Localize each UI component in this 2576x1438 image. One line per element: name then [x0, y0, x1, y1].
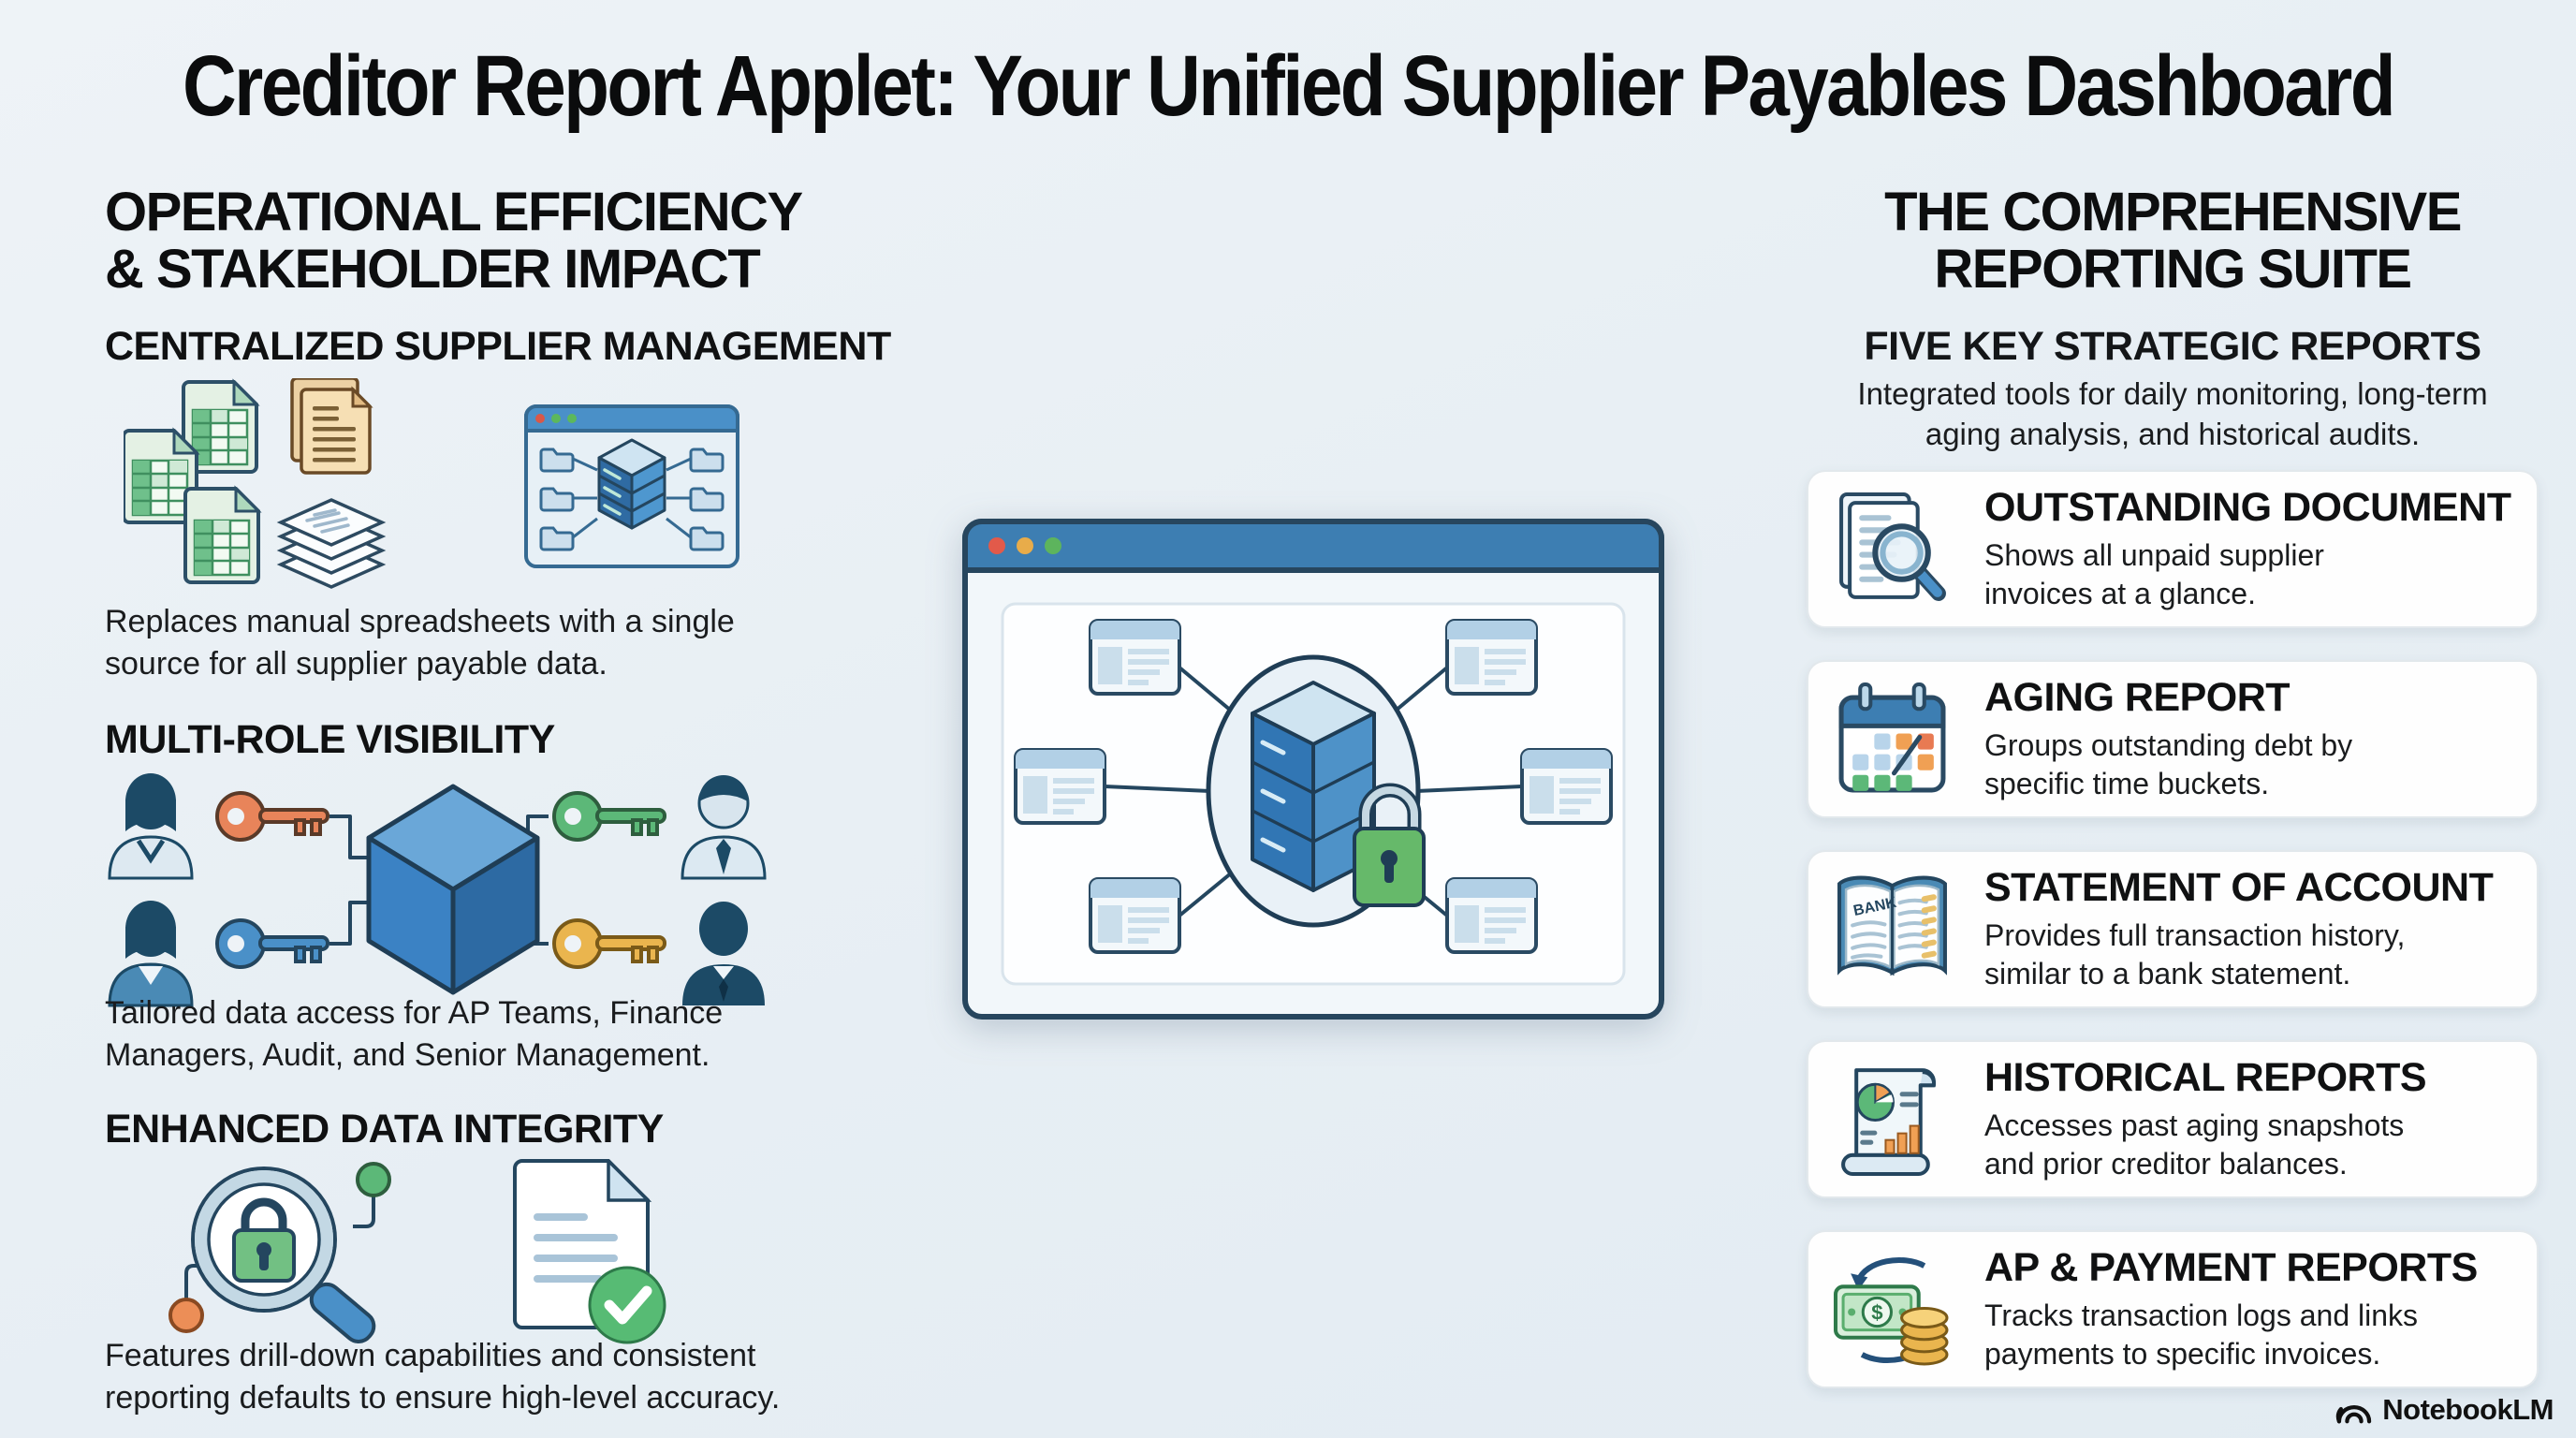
browser-titlebar: [962, 519, 1664, 573]
report-cards: OUTSTANDING DOCUMENT Shows all unpaid su…: [1807, 470, 2539, 1388]
left-heading: OPERATIONAL EFFICIENCY & STAKEHOLDER IMP…: [105, 182, 803, 301]
user-woman-icon: [108, 901, 194, 1007]
integrity-icons: [105, 1157, 704, 1354]
integrity-description: Features drill-down capabilities and con…: [105, 1338, 781, 1416]
padlock-icon: [1353, 783, 1426, 907]
svg-text:$: $: [1871, 1300, 1883, 1324]
card-description: Shows all unpaid supplier invoices at a …: [1984, 538, 2324, 610]
card-title: STATEMENT OF ACCOUNT: [1984, 865, 2494, 911]
user-man-icon: [682, 902, 765, 1005]
document-magnifier-icon: [1831, 488, 1954, 611]
brand-name: NotebookLM: [2382, 1393, 2554, 1426]
card-title: HISTORICAL REPORTS: [1984, 1055, 2427, 1101]
access-key-icon: [215, 918, 329, 969]
right-heading: THE COMPREHENSIVE REPORTING SUITE: [1884, 182, 2462, 301]
left-column: OPERATIONAL EFFICIENCY & STAKEHOLDER IMP…: [105, 182, 891, 1429]
green-dot-icon: [1045, 537, 1061, 554]
roles-keys-cube-icon: [108, 773, 767, 1007]
notebooklm-logo-icon: [2336, 1405, 2372, 1424]
dashboard-window-illustration: [962, 519, 1664, 1020]
brand-footer: NotebookLM: [2334, 1393, 2554, 1427]
card-description: Groups outstanding debt by specific time…: [1984, 728, 2353, 800]
user-man-icon: [681, 775, 767, 880]
page-title: Creditor Report Applet: Your Unified Sup…: [182, 38, 2396, 134]
section-title-centralized: CENTRALIZED SUPPLIER MANAGEMENT: [105, 324, 891, 369]
paper-stack-icon: [276, 498, 387, 589]
access-key-icon: [552, 918, 666, 969]
spreadsheets-documents-stack-icon: [124, 378, 387, 589]
card-ap-payment-reports: $ AP & PAYMENT REPORTS Tracks transactio…: [1807, 1230, 2539, 1388]
center-illustration: [961, 518, 1665, 1020]
multirole-description: Tailored data access for AP Teams, Finan…: [105, 995, 724, 1073]
right-subheading: FIVE KEY STRATEGIC REPORTS: [1864, 324, 2481, 369]
centralized-icons: [105, 378, 872, 612]
verified-document-icon: [513, 1159, 666, 1344]
centralized-description: Replaces manual spreadsheets with a sing…: [105, 604, 735, 682]
user-woman-icon: [108, 773, 194, 880]
document-nodes: [1014, 619, 1613, 954]
multirole-icons: [105, 770, 779, 1011]
card-outstanding-document: OUTSTANDING DOCUMENT Shows all unpaid su…: [1807, 470, 2539, 628]
card-statement-of-account: BANK STATEMENT OF ACCOUNT Provides full …: [1807, 850, 2539, 1008]
data-cube-icon: [366, 784, 540, 995]
card-title: AGING REPORT: [1984, 675, 2291, 721]
right-description: Integrated tools for daily monitoring, l…: [1857, 376, 2488, 451]
card-description: Accesses past aging snapshots and prior …: [1984, 1108, 2405, 1181]
scroll-chart-icon: [1831, 1058, 1954, 1181]
access-key-icon: [552, 791, 666, 842]
section-title-integrity: ENHANCED DATA INTEGRITY: [105, 1107, 664, 1152]
aging-calendar-icon: [1831, 678, 1954, 801]
magnifier-lock-icon: [168, 1162, 391, 1343]
section-title-multirole: MULTI-ROLE VISIBILITY: [105, 717, 555, 762]
card-title: OUTSTANDING DOCUMENT: [1984, 485, 2511, 531]
card-description: Tracks transaction logs and links paymen…: [1984, 1299, 2419, 1371]
red-dot-icon: [988, 537, 1005, 554]
documents-icon: [290, 378, 373, 475]
database-window-icon: [524, 404, 739, 568]
yellow-dot-icon: [1017, 537, 1033, 554]
bank-book-icon: BANK: [1831, 868, 1954, 991]
card-aging-report: AGING REPORT Groups outstanding debt by …: [1807, 660, 2539, 818]
card-title: AP & PAYMENT REPORTS: [1984, 1245, 2478, 1291]
access-key-icon: [215, 791, 329, 842]
card-historical-reports: HISTORICAL REPORTS Accesses past aging s…: [1807, 1040, 2539, 1198]
card-description: Provides full transaction history, simil…: [1984, 918, 2406, 990]
money-coins-icon: $: [1831, 1248, 1954, 1372]
